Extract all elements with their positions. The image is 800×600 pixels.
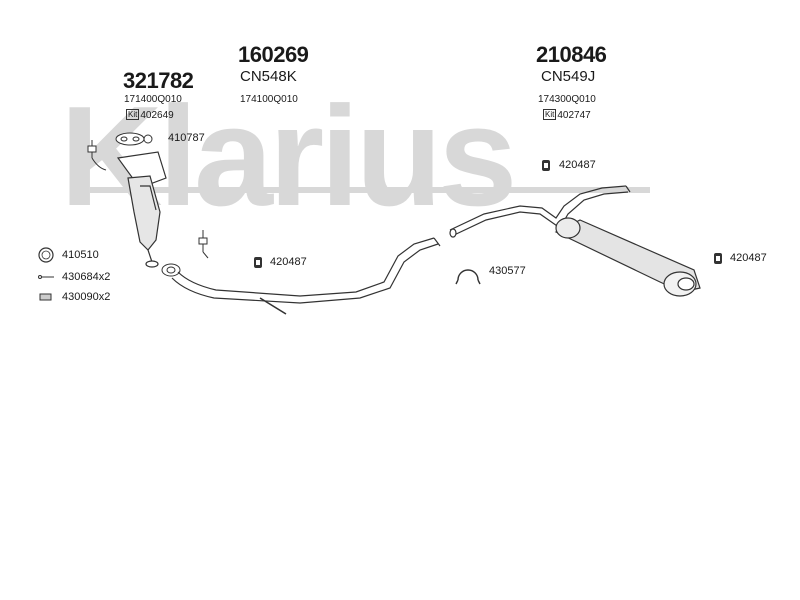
ring-icon bbox=[38, 247, 54, 263]
kit-number: 402649 bbox=[140, 110, 174, 121]
flange-gasket-icon bbox=[161, 263, 181, 277]
oem-number: 171400Q010 bbox=[124, 94, 182, 105]
label-gasket: 410787 bbox=[168, 132, 205, 144]
nut-icon bbox=[39, 293, 52, 301]
label-mount-top-right: 420487 bbox=[559, 159, 596, 171]
watermark-bar bbox=[90, 187, 650, 193]
bolt-icon bbox=[38, 275, 54, 279]
model-code: CN548K bbox=[240, 68, 297, 85]
front-pipe-icon bbox=[171, 237, 441, 315]
model-code: CN549J bbox=[541, 68, 596, 85]
label-bolt: 430684x2 bbox=[62, 271, 111, 283]
rear-silencer-icon bbox=[554, 217, 701, 297]
label-ring: 410510 bbox=[62, 249, 99, 261]
label-mount-right: 420487 bbox=[730, 252, 767, 264]
oxygen-sensor-icon bbox=[87, 140, 107, 171]
kit-badge: Kit bbox=[543, 109, 557, 120]
oem-number: 174100Q010 bbox=[240, 94, 298, 105]
gasket-icon bbox=[115, 132, 153, 146]
sensor-icon bbox=[198, 230, 209, 259]
clamp-icon bbox=[455, 269, 481, 285]
oem-number: 174300Q010 bbox=[538, 94, 596, 105]
part-number-210846: 210846 bbox=[536, 42, 607, 67]
label-nut: 430090x2 bbox=[62, 291, 111, 303]
rubber-mount-icon bbox=[254, 257, 262, 268]
rubber-mount-icon bbox=[714, 253, 722, 264]
part-number-160269: 160269 bbox=[238, 42, 309, 67]
catalytic-converter-icon bbox=[116, 151, 167, 268]
rubber-mount-icon bbox=[542, 160, 550, 171]
kit-badge: Kit bbox=[126, 109, 140, 120]
intermediate-pipe-icon bbox=[449, 185, 631, 238]
label-clamp: 430577 bbox=[489, 265, 526, 277]
kit-number: 402747 bbox=[557, 110, 591, 121]
label-mount-mid: 420487 bbox=[270, 256, 307, 268]
part-number-321782: 321782 bbox=[123, 68, 194, 93]
